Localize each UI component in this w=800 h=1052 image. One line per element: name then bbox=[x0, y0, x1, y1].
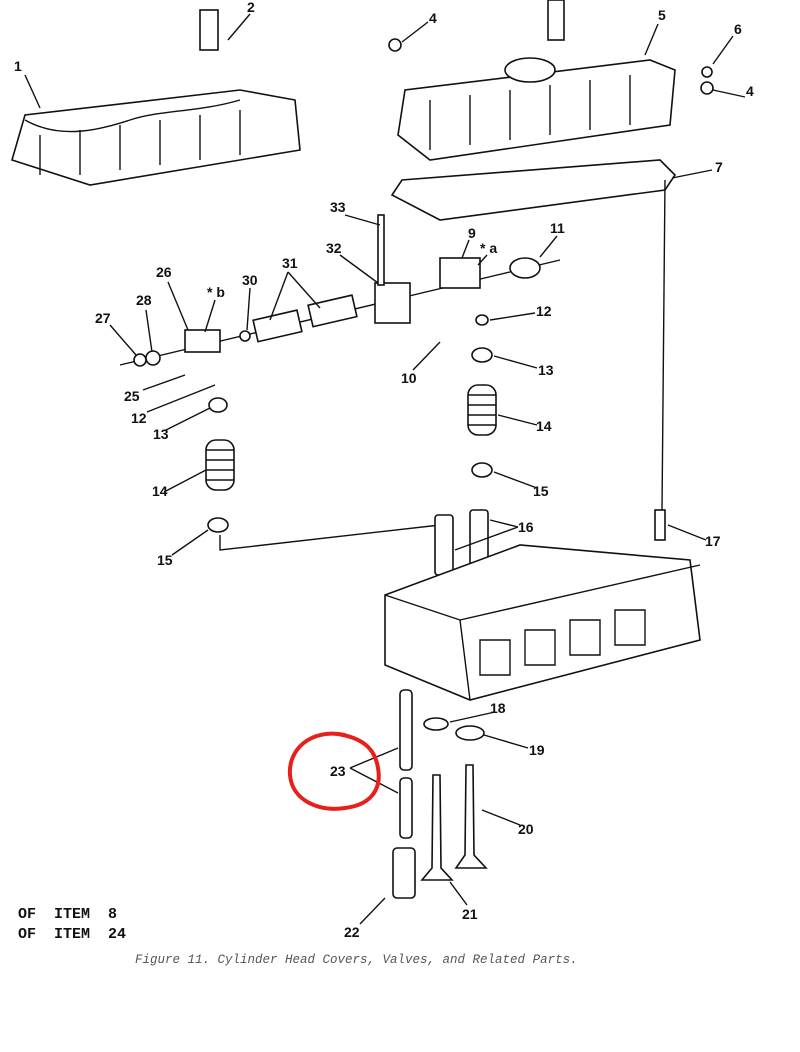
callout-12: 12 bbox=[536, 303, 552, 319]
valve-cover-right bbox=[388, 0, 714, 161]
callout-21: 21 bbox=[462, 906, 478, 922]
callout-13: 13 bbox=[538, 362, 554, 378]
callout-13b: 13 bbox=[153, 426, 169, 442]
callout-31: 31 bbox=[282, 255, 298, 271]
valves-and-guides bbox=[392, 689, 488, 899]
cylinder-head bbox=[384, 544, 701, 701]
callout-12b: 12 bbox=[131, 410, 147, 426]
callout-14b: 14 bbox=[152, 483, 168, 499]
callout-6: 6 bbox=[734, 21, 742, 37]
callout-22: 22 bbox=[344, 924, 360, 940]
callout-4b: 4 bbox=[746, 83, 754, 99]
callout-27: 27 bbox=[95, 310, 111, 326]
callout-28: 28 bbox=[136, 292, 152, 308]
legend-line-2: RT OF ITEM 24 bbox=[0, 926, 127, 943]
valve-spring-left bbox=[205, 397, 441, 551]
callout-16: 16 bbox=[518, 519, 534, 535]
callout-18: 18 bbox=[490, 700, 506, 716]
rocker-shaft-assembly bbox=[119, 214, 561, 367]
callout-11: 11 bbox=[550, 220, 565, 236]
callout-4: 4 bbox=[429, 10, 437, 26]
callout-30: 30 bbox=[242, 272, 258, 288]
callout-14: 14 bbox=[536, 418, 552, 434]
callout-15b: 15 bbox=[157, 552, 173, 568]
callout-1: 1 bbox=[14, 58, 22, 74]
callout-b: * b bbox=[207, 284, 225, 300]
callout-20: 20 bbox=[518, 821, 534, 837]
callout-25: 25 bbox=[124, 388, 140, 404]
callout-9: 9 bbox=[468, 225, 476, 241]
callout-23: 23 bbox=[330, 763, 346, 779]
highlight-circle bbox=[287, 731, 381, 811]
valve-cover-left bbox=[11, 9, 301, 186]
callout-17: 17 bbox=[705, 533, 721, 549]
callout-15: 15 bbox=[533, 483, 549, 499]
callout-5: 5 bbox=[658, 7, 666, 23]
figure-caption: Figure 11. Cylinder Head Covers, Valves,… bbox=[135, 953, 578, 967]
callout-26: 26 bbox=[156, 264, 172, 280]
valve-spring-right bbox=[434, 314, 666, 576]
callout-a: * a bbox=[480, 240, 497, 256]
callout-33: 33 bbox=[330, 199, 346, 215]
callout-10: 10 bbox=[401, 370, 417, 386]
callout-19: 19 bbox=[529, 742, 545, 758]
callout-labels: 1 2 4 5 6 4 7 33 9 * a 11 32 31 26 30 * … bbox=[14, 0, 754, 940]
cover-gasket bbox=[390, 159, 677, 221]
callout-32: 32 bbox=[326, 240, 342, 256]
callout-7: 7 bbox=[715, 159, 723, 175]
legend-line-1: RT OF ITEM 8 bbox=[0, 906, 118, 923]
callout-2: 2 bbox=[247, 0, 255, 15]
